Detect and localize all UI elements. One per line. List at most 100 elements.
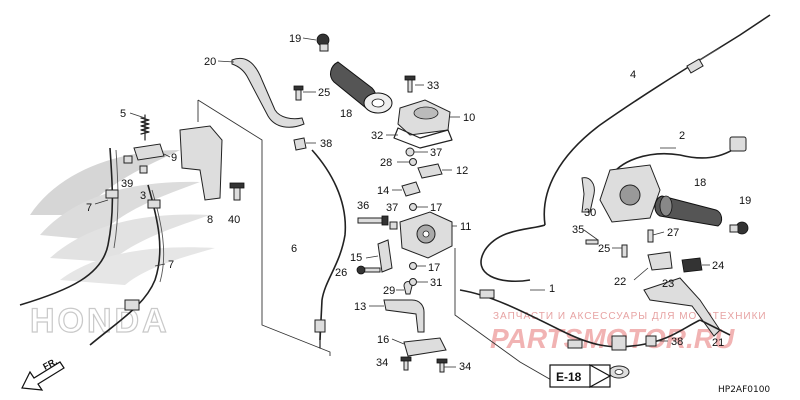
part-18-grip-left [330, 61, 393, 114]
callout-38: 38 [320, 138, 332, 150]
part-18-grip-right [654, 195, 723, 227]
callout-25-right: 25 [598, 243, 610, 255]
callout-11: 11 [460, 221, 471, 233]
part-6-cable [311, 149, 347, 349]
part-8-bracket [179, 125, 223, 201]
callout-16: 16 [377, 334, 389, 346]
part-13-bracket [383, 299, 425, 333]
callout-20: 20 [204, 56, 216, 68]
callout-28: 28 [380, 157, 392, 169]
part-3-pin [139, 165, 148, 174]
callout-21: 21 [712, 337, 724, 349]
callout-13: 13 [354, 301, 366, 313]
part-7-cables [19, 147, 165, 346]
callout-25: 25 [318, 87, 330, 99]
callout-7-right: 7 [168, 259, 174, 271]
reference-arrow-e18: E-18 [549, 363, 612, 389]
callout-26: 26 [335, 267, 347, 279]
callout-8: 8 [207, 214, 213, 226]
callout-33: 33 [427, 80, 439, 92]
callout-4: 4 [630, 69, 636, 81]
callout-29: 29 [383, 285, 395, 297]
callout-38-right: 38 [671, 336, 683, 348]
callout-30: 30 [584, 207, 596, 219]
callout-36: 36 [357, 200, 369, 212]
part-17-washer [409, 203, 417, 211]
honda-logo-text: HONDA [30, 302, 170, 340]
part-9-holder [133, 143, 165, 161]
cable-group-box [454, 248, 561, 386]
part-20-brake-lever [231, 57, 305, 128]
callout-17: 17 [430, 202, 442, 214]
part-16-plate [403, 337, 447, 357]
front-arrow: FR. [21, 356, 65, 391]
part-19-cap-right [729, 221, 749, 235]
callout-12: 12 [456, 165, 468, 177]
part-34-bolts [400, 356, 448, 373]
callout-15: 15 [350, 252, 362, 264]
part-32-gasket [393, 127, 453, 149]
part-26-screw [356, 265, 381, 275]
callout-23: 23 [662, 278, 674, 290]
lever-group-box [197, 99, 331, 356]
callout-24: 24 [712, 260, 724, 272]
callout-39: 39 [121, 178, 133, 190]
part-15-clip [377, 239, 393, 273]
callout-27: 27 [667, 227, 679, 239]
callout-9: 9 [171, 152, 177, 164]
part-21-cable-end [699, 319, 731, 336]
switch-housing [599, 164, 661, 223]
part-25-bolt [293, 85, 304, 101]
callout-40: 40 [228, 214, 240, 226]
callout-17-b: 17 [428, 262, 440, 274]
part-5-spring [140, 114, 150, 141]
part-19-cap [316, 33, 330, 52]
diagram-code: HP2AF0100 [718, 385, 770, 395]
part-39-nut [123, 155, 133, 164]
callout-22: 22 [614, 276, 626, 288]
part-10-throttle-cover [397, 99, 451, 136]
callout-34-right: 34 [459, 361, 471, 373]
part-23-lever [643, 277, 721, 337]
callout-2: 2 [679, 130, 685, 142]
callout-19: 19 [289, 33, 301, 45]
part-27-bolt [647, 229, 654, 243]
callout-7-left: 7 [86, 202, 92, 214]
honda-wing-logo: HONDA [29, 150, 215, 341]
part-12-link [417, 163, 443, 179]
callout-31: 31 [430, 277, 442, 289]
callout-34-left: 34 [376, 357, 388, 369]
callout-1: 1 [549, 283, 555, 295]
part-25-bolt-right [621, 244, 628, 258]
part-24-clip [681, 257, 703, 273]
callout-35: 35 [572, 224, 584, 236]
part-1-cable [459, 224, 701, 349]
part-4-cable [543, 14, 771, 226]
callout-5: 5 [120, 108, 126, 120]
part-35-screw [585, 239, 599, 245]
callout-10: 10 [463, 112, 475, 124]
part-14-arm [401, 181, 421, 197]
part-40-bolt [229, 182, 245, 201]
part-33-screw [404, 75, 416, 93]
part-36-bolt [357, 215, 389, 226]
callout-37-b: 37 [386, 202, 398, 214]
callout-18: 18 [340, 108, 352, 120]
callout-32: 32 [371, 130, 383, 142]
callout-18-right: 18 [694, 177, 706, 189]
callout-19-right: 19 [739, 195, 751, 207]
reference-label: E-18 [556, 370, 582, 384]
part-37-nut-b [389, 221, 398, 230]
part-38-bushing [293, 137, 307, 151]
callout-14: 14 [377, 185, 389, 197]
part-17-washer-b [409, 262, 417, 270]
part-22-pivot [647, 251, 673, 271]
part-31-nut [409, 278, 417, 286]
watermark-subtitle: ЗАПЧАСТИ И АКСЕССУАРЫ ДЛЯ МОТОТЕХНИКИ [493, 311, 767, 322]
part-28-nut [409, 158, 417, 166]
cable-adjuster [608, 335, 630, 379]
part-2-switch-wire [609, 136, 747, 179]
callout-3: 3 [140, 190, 146, 202]
callout-37: 37 [430, 147, 442, 159]
